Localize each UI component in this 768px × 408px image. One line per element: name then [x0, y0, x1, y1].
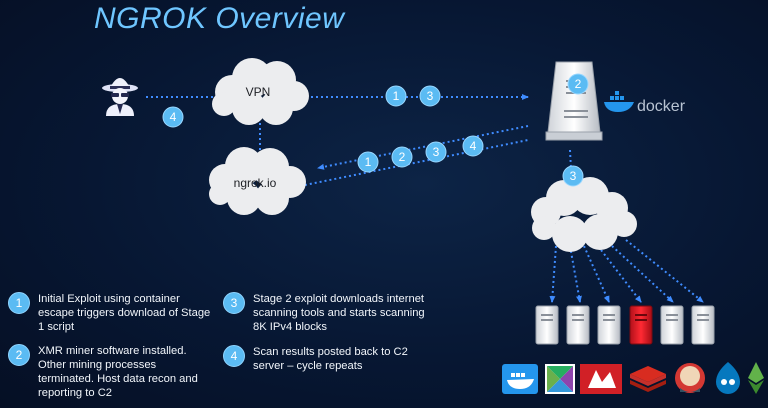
step-badge-server-cloud-3: 3: [562, 165, 584, 187]
jenkins-butler-logo-icon: [675, 363, 705, 393]
kubernetes-like-logo-icon: [545, 364, 575, 394]
ngrok-cloud: ngrok.io: [209, 147, 306, 215]
target-server: [691, 305, 715, 345]
server-tower-icon: [545, 61, 603, 141]
docker-label: docker: [637, 98, 686, 115]
target-server: [535, 305, 559, 345]
cloud-fan-line-4: [597, 245, 642, 303]
legend-text: Initial Exploit using container escape t…: [38, 293, 211, 333]
legend-number: 4: [223, 345, 245, 367]
cloud-fan-line-1: [549, 245, 557, 303]
spy-hacker-icon: [102, 78, 138, 116]
slide-title: NGROK Overview: [94, 2, 345, 35]
svg-text:3: 3: [570, 169, 577, 183]
step-badge-server-ngrok-3: 3: [425, 141, 447, 163]
step-badge-server-ngrok-4: 4: [462, 135, 484, 157]
svg-text:3: 3: [427, 89, 434, 103]
target-server-compromised: [629, 305, 653, 345]
svg-text:3: 3: [433, 145, 440, 159]
drupal-logo-icon: [716, 362, 740, 394]
legend-text: XMR miner software installed. Other mini…: [38, 345, 198, 399]
svg-text:2: 2: [575, 77, 582, 91]
svg-text:4: 4: [470, 139, 477, 153]
ethereum-logo-icon: [748, 362, 764, 394]
internet-cloud: [531, 177, 637, 252]
target-servers: [535, 305, 715, 345]
target-server: [660, 305, 684, 345]
step-badge-vpn-server-3: 3: [419, 85, 441, 107]
legend-number: 1: [8, 292, 30, 314]
target-server: [597, 305, 621, 345]
server-to-ngrok-arrow-1: [317, 125, 529, 170]
legend-number: 2: [8, 344, 30, 366]
svg-text:1: 1: [393, 89, 400, 103]
vpn-cloud: VPN: [212, 58, 309, 125]
legend-text: Scan results posted back to C2 server – …: [253, 346, 408, 372]
target-server: [566, 305, 590, 345]
step-badge-server-ngrok-2: 2: [391, 146, 413, 168]
cloud-fan-line-6: [625, 239, 704, 303]
step-badge-server-2: 2: [567, 73, 589, 95]
step-badge-server-ngrok-1: 1: [357, 151, 379, 173]
svg-text:4: 4: [170, 110, 177, 124]
vpn-label: VPN: [246, 85, 271, 99]
svg-text:1: 1: [365, 155, 372, 169]
docker-whale-icon: [604, 91, 634, 112]
legend-number: 3: [223, 292, 245, 314]
cloud-fan-line-5: [611, 245, 674, 303]
cloud-fan-line-2: [569, 245, 582, 303]
svg-text:2: 2: [399, 150, 406, 164]
app-logos: [502, 362, 764, 394]
ngrok-label: ngrok.io: [234, 176, 277, 190]
cloud-fan-line-3: [583, 245, 610, 303]
step-badges: 4 1 3 1 2 3 4: [162, 73, 589, 187]
step-badge-vpn-server-1: 1: [385, 85, 407, 107]
ngrok-to-server-line-2: [299, 139, 529, 187]
legend-text: Stage 2 exploit downloads internet scann…: [253, 293, 425, 333]
step-badge-attacker-4: 4: [162, 106, 184, 128]
jenkins-red-logo-icon: [580, 364, 622, 394]
docker-logo-icon: [502, 364, 538, 394]
redis-logo-icon: [630, 366, 666, 392]
